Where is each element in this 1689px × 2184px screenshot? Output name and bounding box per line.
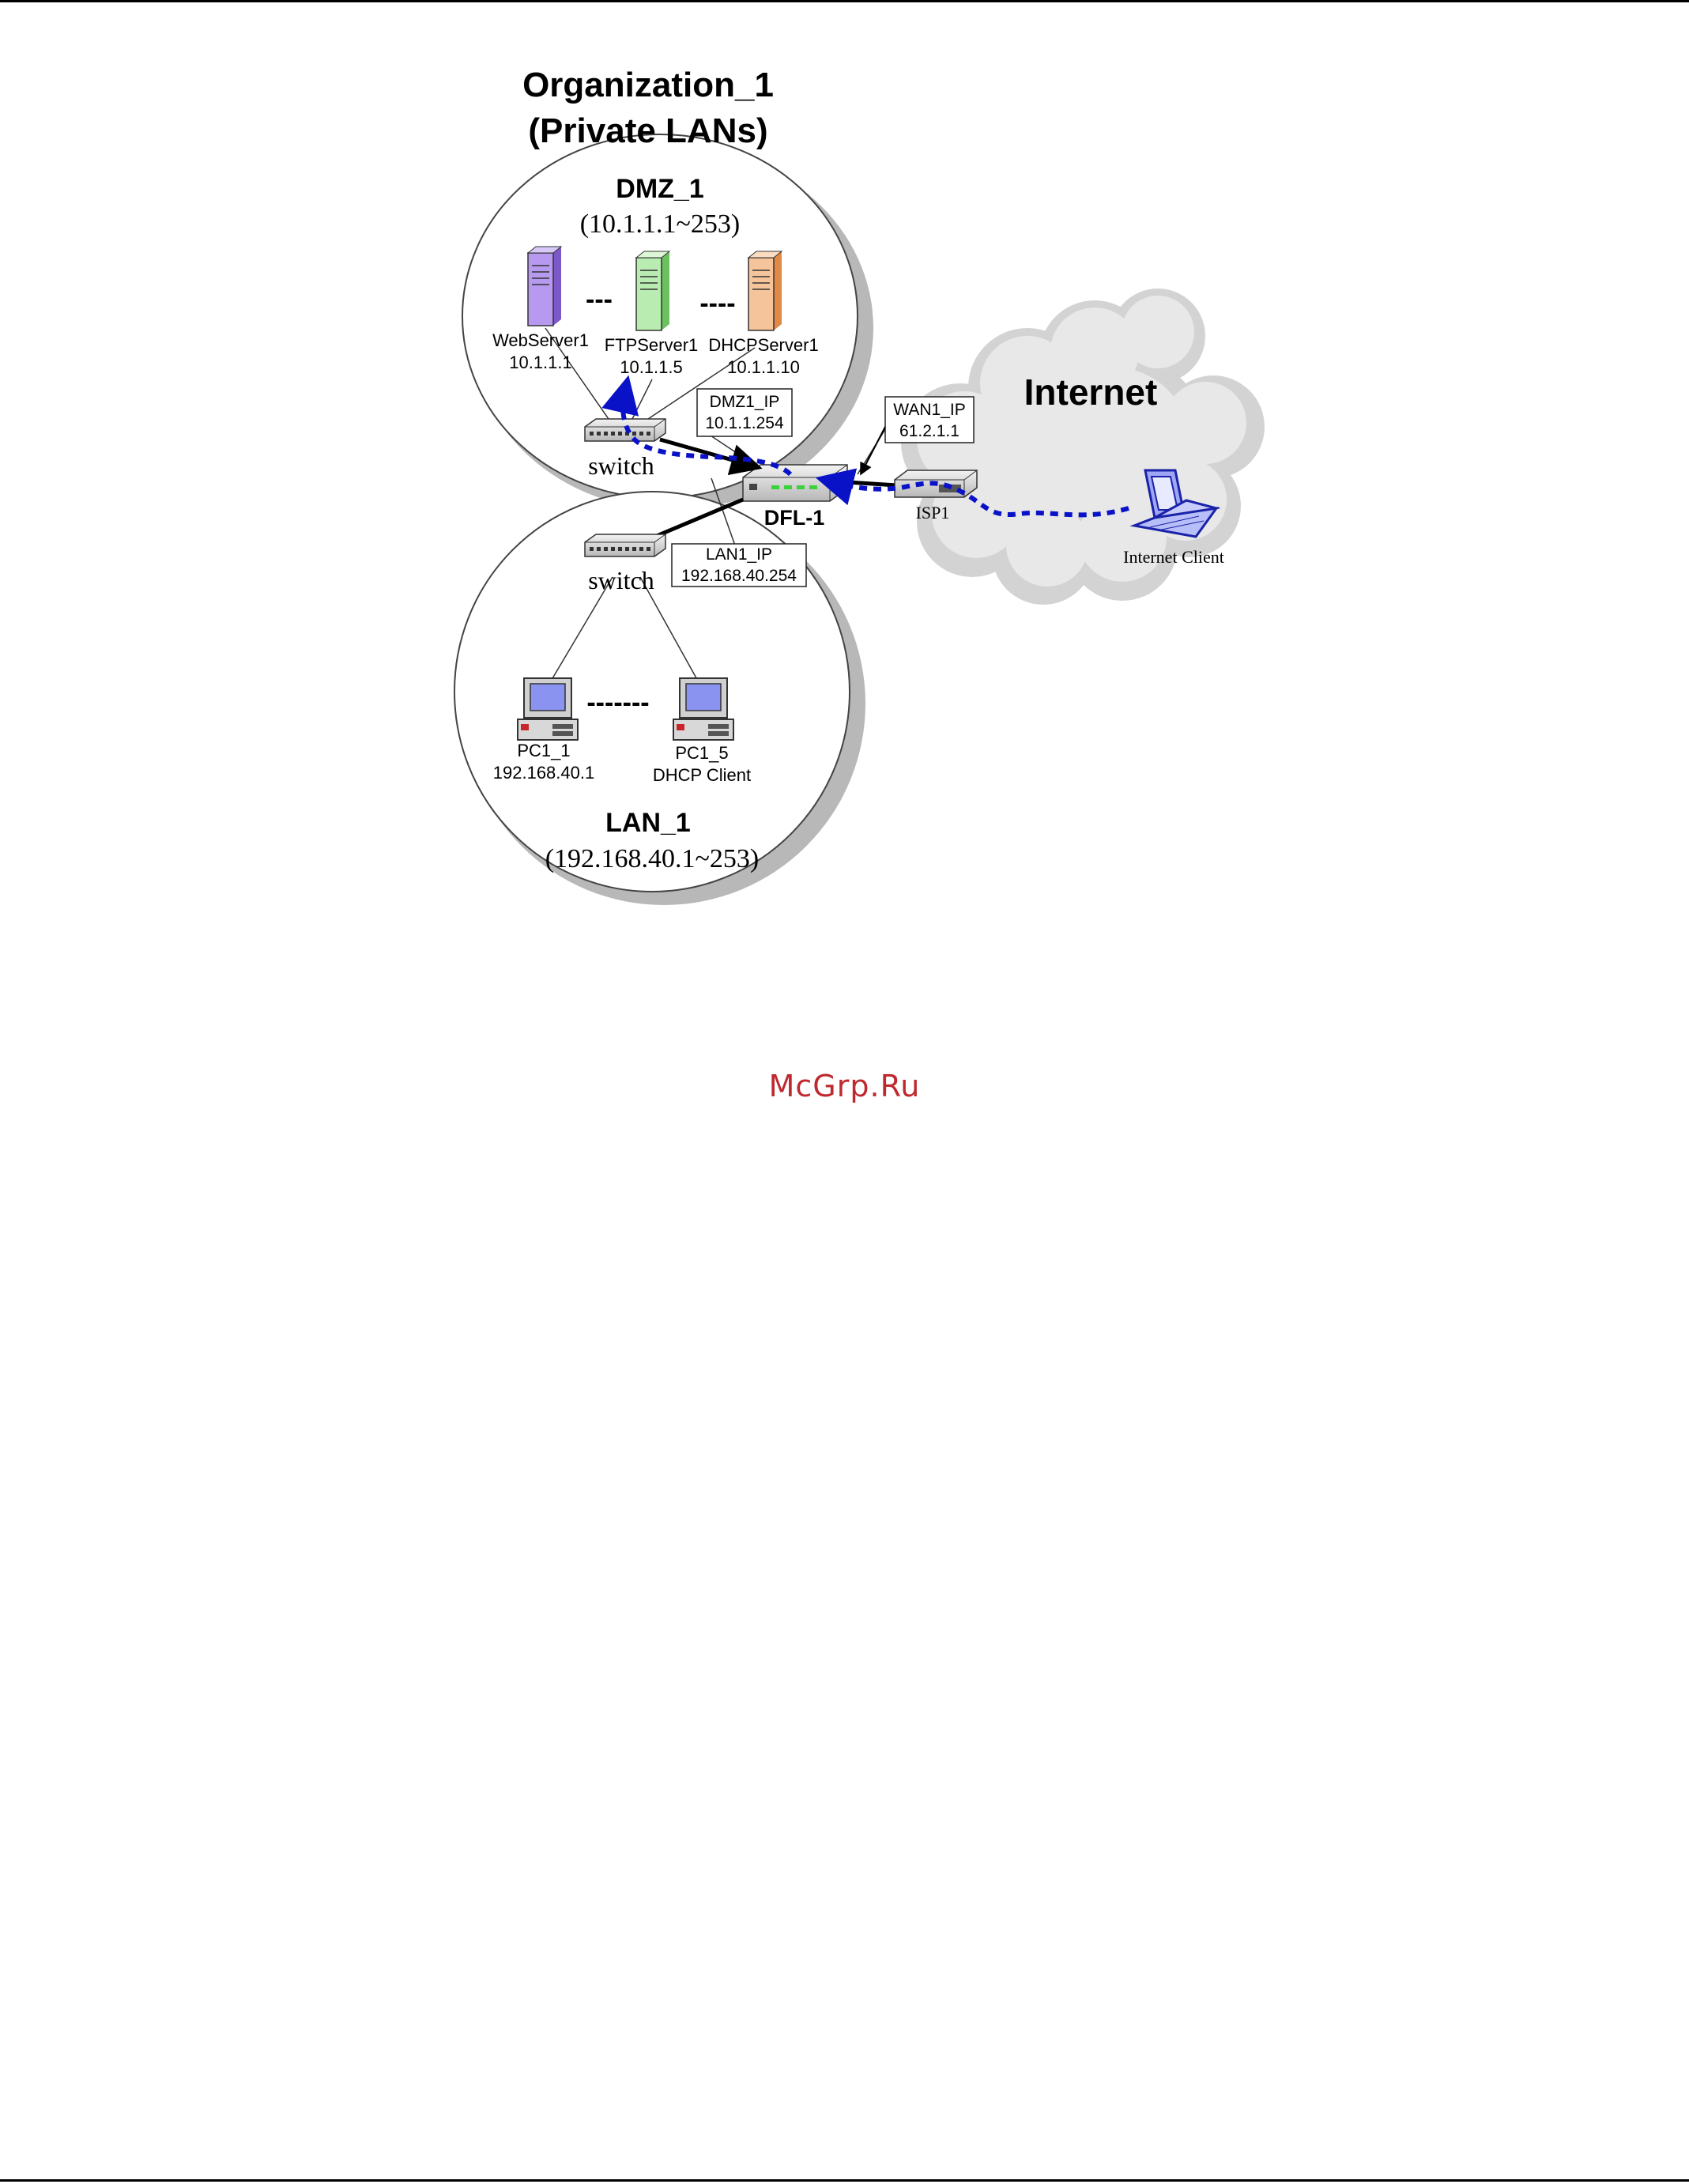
lan-gateway-box — [671, 543, 807, 587]
internet-client-label: Internet Client — [1123, 547, 1224, 567]
lan-zone — [454, 491, 865, 905]
lan-switch-label: switch — [588, 566, 654, 594]
traffic-path — [815, 468, 1129, 518]
lan-gateway-label: LAN1_IP — [706, 545, 772, 564]
lan-name: LAN_1 — [605, 808, 691, 838]
server-label-name: WebServer1 — [492, 330, 589, 350]
bottom-rule — [0, 2179, 1689, 2182]
wan-gateway-label: WAN1_IP — [893, 401, 965, 419]
pc-label-name: PC1_5 — [675, 743, 728, 763]
isp-label: ISP1 — [916, 503, 950, 522]
top-rule — [0, 0, 1689, 2]
internet-client-laptop — [1129, 469, 1221, 538]
server-body — [748, 257, 775, 331]
lan-range: (192.168.40.1~253) — [545, 844, 760, 873]
dmz-name: DMZ_1 — [616, 174, 703, 204]
dmz-ellipsis-2: ---- — [699, 289, 735, 319]
server-webserver1 — [526, 246, 563, 326]
server-label-name: DHCPServer1 — [708, 335, 818, 355]
pc-icon — [517, 677, 579, 741]
pc-icon — [673, 677, 734, 741]
dmz-switch-label: switch — [588, 451, 654, 480]
firewall-dfl1 — [742, 464, 848, 502]
internet-title: Internet — [1024, 372, 1158, 413]
watermark: McGrp.Ru — [768, 1069, 921, 1103]
firewall-label: DFL-1 — [764, 506, 825, 530]
pc-label-detail: DHCP Client — [653, 765, 751, 785]
dmz-gateway-ip: 10.1.1.254 — [705, 414, 784, 432]
dmz-switch — [584, 418, 666, 442]
traffic-path — [601, 375, 793, 477]
server-body — [635, 257, 662, 331]
server-label-ip: 10.1.1.5 — [620, 357, 683, 377]
wan-gateway-box — [884, 396, 975, 443]
server-label-ip: 10.1.1.1 — [509, 353, 572, 372]
server-dhcpserver1 — [747, 251, 783, 331]
lan-gateway-ip: 192.168.40.254 — [681, 567, 797, 585]
dmz-ellipsis-1: --- — [586, 285, 613, 315]
dmz-gateway-box — [696, 388, 793, 437]
dmz-gateway-label: DMZ1_IP — [710, 393, 780, 411]
org-title-line1: Organization_1 — [522, 66, 774, 104]
network-diagram: Organization_1 (Private LANs) DMZ_1 (10.… — [454, 66, 1265, 905]
org-title-line2: (Private LANs) — [528, 111, 767, 150]
lan-ellipsis: ------- — [586, 688, 649, 718]
wan-gateway-ip: 61.2.1.1 — [899, 422, 959, 440]
server-body — [527, 252, 554, 326]
server-ftpserver1 — [635, 251, 671, 331]
pc-label-detail: 192.168.40.1 — [493, 763, 594, 783]
firewall-leds — [771, 485, 817, 489]
pc-label-name: PC1_1 — [517, 741, 570, 760]
dmz-range: (10.1.1.1~253) — [580, 209, 741, 239]
lan-switch — [584, 534, 666, 557]
server-label-name: FTPServer1 — [605, 335, 699, 355]
server-label-ip: 10.1.1.10 — [727, 357, 800, 377]
